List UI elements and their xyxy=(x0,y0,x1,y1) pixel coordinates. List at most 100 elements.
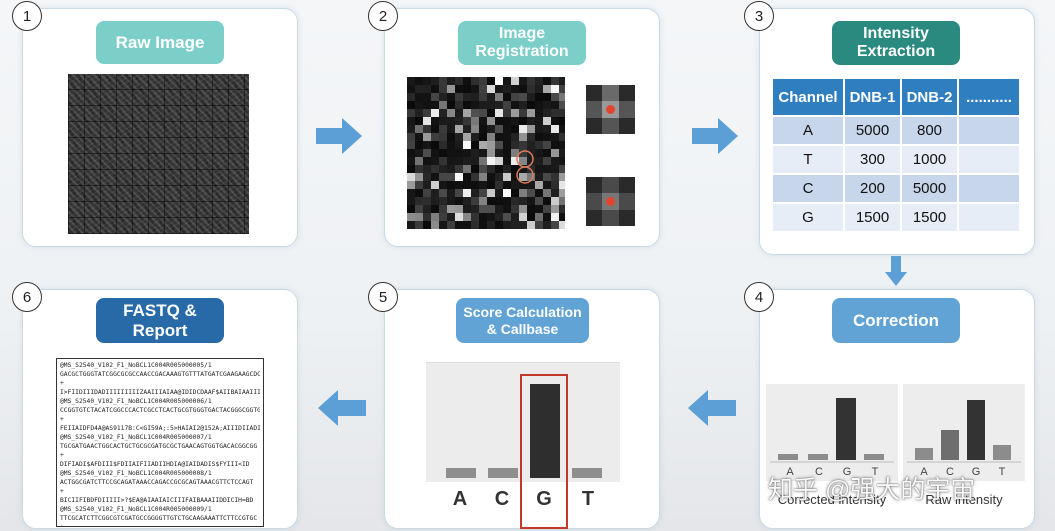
registration-pixel xyxy=(439,93,447,101)
registration-pixel xyxy=(407,189,415,197)
registration-pixel xyxy=(455,221,463,229)
registration-pixel xyxy=(511,189,519,197)
registration-pixel xyxy=(495,213,503,221)
registration-pixel xyxy=(447,93,455,101)
registration-pixel xyxy=(415,221,423,229)
registration-pixel xyxy=(543,85,551,93)
registration-pixel xyxy=(447,125,455,133)
registration-pixel xyxy=(431,205,439,213)
registration-pixel xyxy=(495,165,503,173)
title-image-registration-line2: Registration xyxy=(475,43,569,60)
registration-pixel xyxy=(511,221,519,229)
registration-pixel xyxy=(447,109,455,117)
registration-pixel xyxy=(463,173,471,181)
registration-pixel xyxy=(431,181,439,189)
step-number-5: 5 xyxy=(368,282,398,312)
registration-pixel xyxy=(455,141,463,149)
registration-pixel xyxy=(527,109,535,117)
registration-pixel xyxy=(495,173,503,181)
registration-pixel xyxy=(543,125,551,133)
registration-pixel xyxy=(503,117,511,125)
registration-pixel xyxy=(559,85,565,93)
registration-pixel xyxy=(503,205,511,213)
registration-pixel xyxy=(559,109,565,117)
registration-pixel xyxy=(415,173,423,181)
registration-pixel xyxy=(511,149,519,157)
registration-pixel xyxy=(447,189,455,197)
registration-pixel xyxy=(415,77,423,85)
registration-pixel xyxy=(519,85,527,93)
registration-pixel xyxy=(543,213,551,221)
registration-pixel xyxy=(479,141,487,149)
registration-pixel xyxy=(471,101,479,109)
registration-pixel xyxy=(455,101,463,109)
fastq-line: FEIIAIDFD4A@AS9117B:C<GI59A;:5>HAIAI2@15… xyxy=(60,425,260,432)
registration-pixel xyxy=(455,197,463,205)
registration-pixel xyxy=(535,213,543,221)
registration-pixel xyxy=(455,165,463,173)
registration-pixel xyxy=(423,157,431,165)
registration-pixel xyxy=(447,197,455,205)
registration-pixel xyxy=(487,181,495,189)
registration-pixel xyxy=(495,125,503,133)
registration-pixel xyxy=(487,189,495,197)
cell-more xyxy=(959,204,1019,231)
registration-pixel xyxy=(471,133,479,141)
registration-pixel xyxy=(527,85,535,93)
registration-pixel xyxy=(463,125,471,133)
registration-pixel xyxy=(535,149,543,157)
registration-pixel xyxy=(439,189,447,197)
registration-pixel xyxy=(551,165,559,173)
registration-pixel xyxy=(519,117,527,125)
registration-pixel xyxy=(495,157,503,165)
registration-pixel xyxy=(423,221,431,229)
fastq-text-block: @MS_S2540_V102_F1_NoBCL1C004R005000005/1… xyxy=(56,358,264,527)
step-number-6: 6 xyxy=(12,282,42,312)
registration-pixel xyxy=(431,109,439,117)
cell-dnb-1: 300 xyxy=(845,146,900,173)
raw-intensity-label: Raw intensity xyxy=(925,492,1003,507)
registration-pixel xyxy=(519,77,527,85)
registration-pixel xyxy=(455,157,463,165)
registration-pixel xyxy=(511,173,519,181)
callbase-highlight-box xyxy=(520,374,568,529)
registration-pixel xyxy=(471,141,479,149)
registration-pixel xyxy=(471,213,479,221)
registration-pixel xyxy=(503,85,511,93)
registration-pixel xyxy=(487,77,495,85)
step-number-3: 3 xyxy=(744,1,774,31)
registration-zoom-top xyxy=(586,85,635,134)
raw-letter-t: T xyxy=(998,466,1006,478)
registration-pixel xyxy=(431,117,439,125)
registration-pixel xyxy=(479,173,487,181)
registration-pixel xyxy=(439,157,447,165)
step-number-2: 2 xyxy=(368,1,398,31)
registration-pixel xyxy=(407,157,415,165)
registration-pixel xyxy=(407,197,415,205)
registration-pixel xyxy=(407,125,415,133)
title-score-calculation-line1: Score Calculation xyxy=(463,304,582,321)
registration-pixel xyxy=(407,213,415,221)
corrected-letter-g: G xyxy=(842,466,852,478)
registration-pixel xyxy=(503,109,511,117)
registration-pixel xyxy=(559,141,565,149)
registration-pixel xyxy=(535,93,543,101)
registration-pixel xyxy=(447,157,455,165)
registration-pixel xyxy=(535,133,543,141)
header-more: ........... xyxy=(959,79,1019,115)
registration-pixel xyxy=(471,205,479,213)
registration-pixel xyxy=(439,101,447,109)
registration-pixel xyxy=(559,77,565,85)
registration-pixel xyxy=(511,77,519,85)
registration-pixel xyxy=(431,93,439,101)
registration-pixel xyxy=(487,197,495,205)
registration-pixel xyxy=(519,189,527,197)
registration-pixel xyxy=(415,165,423,173)
registration-pixel xyxy=(495,109,503,117)
registration-pixel xyxy=(487,173,495,181)
registration-pixel xyxy=(551,133,559,141)
arrow-down-icon xyxy=(885,256,907,286)
registration-pixel xyxy=(551,149,559,157)
registration-pixel xyxy=(495,197,503,205)
registration-pixel xyxy=(455,213,463,221)
